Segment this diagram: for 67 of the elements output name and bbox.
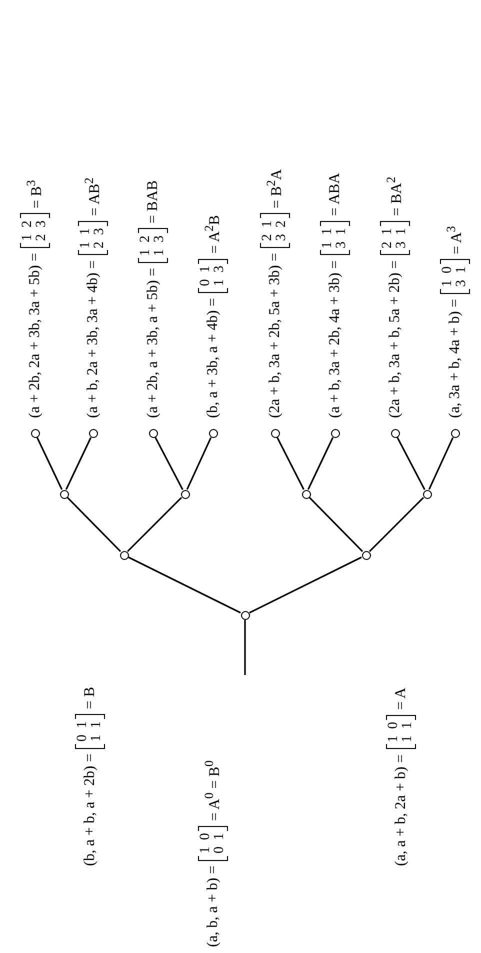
node-circle xyxy=(422,490,432,498)
equation-text: (a + b, 2a + 3b, 3a + 4b) = xyxy=(84,260,102,418)
node-circle xyxy=(30,428,40,438)
matrix-row: 1 3 xyxy=(153,235,167,256)
node-circle xyxy=(88,428,98,438)
matrix-row: 1 0 xyxy=(199,833,213,854)
matrix-row: 3 2 xyxy=(275,220,289,241)
tree-branch-line xyxy=(65,437,92,490)
matrix-row: 1 2 xyxy=(139,235,153,256)
matrix-row: 0 1 xyxy=(76,721,90,742)
node-circle xyxy=(60,490,68,498)
matrix-row: 3 1 xyxy=(395,228,409,248)
tree-branch-line xyxy=(428,437,454,490)
equation-text: (a + b, 3a + 2b, 4a + 3b) = xyxy=(326,260,344,418)
matrix-row: 3 1 xyxy=(455,266,469,287)
equation-text: (a + 2b, a + 3b, a + 5b) = xyxy=(144,268,162,418)
node-circle xyxy=(362,550,370,560)
equation-text: = ABA xyxy=(326,172,344,216)
matrix-row: 2 3 xyxy=(35,220,49,241)
equation-text: (a, 3a + b, 4a + b) = xyxy=(446,298,464,418)
equation-text: = BAB xyxy=(144,180,162,224)
node-circle xyxy=(330,428,340,438)
node-circle xyxy=(120,550,128,560)
matrix-row: 2 1 xyxy=(261,220,275,241)
matrix-row: 1 3 xyxy=(213,266,227,286)
tree-branch-line xyxy=(154,437,184,490)
tree-branch-line xyxy=(368,496,424,552)
matrix-row: 2 3 xyxy=(93,228,107,248)
equation-text: (2a + b, 3a + 2b, 5a + 3b) = xyxy=(266,252,284,418)
node-circle xyxy=(390,428,400,438)
matrix-row: 0 1 xyxy=(213,833,227,854)
equation-text: = A xyxy=(392,688,410,710)
tree-branch-line xyxy=(66,497,122,552)
equation-text: (a + 2b, 2a + 3b, 3a + 5b) = xyxy=(26,252,44,418)
matrix-row: 1 0 xyxy=(387,722,401,742)
tree-branch-line xyxy=(126,496,182,552)
tree-branch-line xyxy=(396,437,426,490)
node-circle xyxy=(450,428,460,438)
stem-line xyxy=(244,620,246,675)
equation-text: (2a + b, 3a + b, 5a + 2b) = xyxy=(386,260,404,418)
matrix-row: 1 1 xyxy=(90,721,104,742)
node-circle xyxy=(180,490,190,498)
matrix-row: 3 1 xyxy=(335,228,349,248)
tree-branch-line xyxy=(307,437,334,490)
tree-branch-line xyxy=(186,437,212,490)
equation-text: = B xyxy=(82,686,98,710)
matrix-row: 1 1 xyxy=(79,228,93,248)
equation-text: (a, a + b, 2a + b) = xyxy=(392,754,410,866)
equation-text: (a, b, a + b) = xyxy=(204,866,222,947)
equation-text: (b, a + 3b, a + 4b) = xyxy=(204,298,222,418)
matrix-row: 1 1 xyxy=(401,722,415,742)
equation-text: (b, a + b, a + 2b) = xyxy=(82,754,98,866)
node-circle xyxy=(240,610,250,620)
node-circle xyxy=(148,428,158,438)
matrix-row: 1 0 xyxy=(441,266,455,287)
tree-branch-line xyxy=(276,437,304,490)
tree-branch-line xyxy=(249,556,362,614)
tree-branch-line xyxy=(36,437,63,490)
node-circle xyxy=(208,428,218,438)
matrix-row: 1 1 xyxy=(321,228,335,248)
matrix-row: 1 2 xyxy=(21,220,35,241)
matrix-row: 0 1 xyxy=(199,266,213,286)
node-circle xyxy=(302,490,310,498)
tree-branch-line xyxy=(128,556,241,614)
node-circle xyxy=(270,428,280,438)
matrix-row: 2 1 xyxy=(381,228,395,248)
tree-branch-line xyxy=(308,497,364,552)
